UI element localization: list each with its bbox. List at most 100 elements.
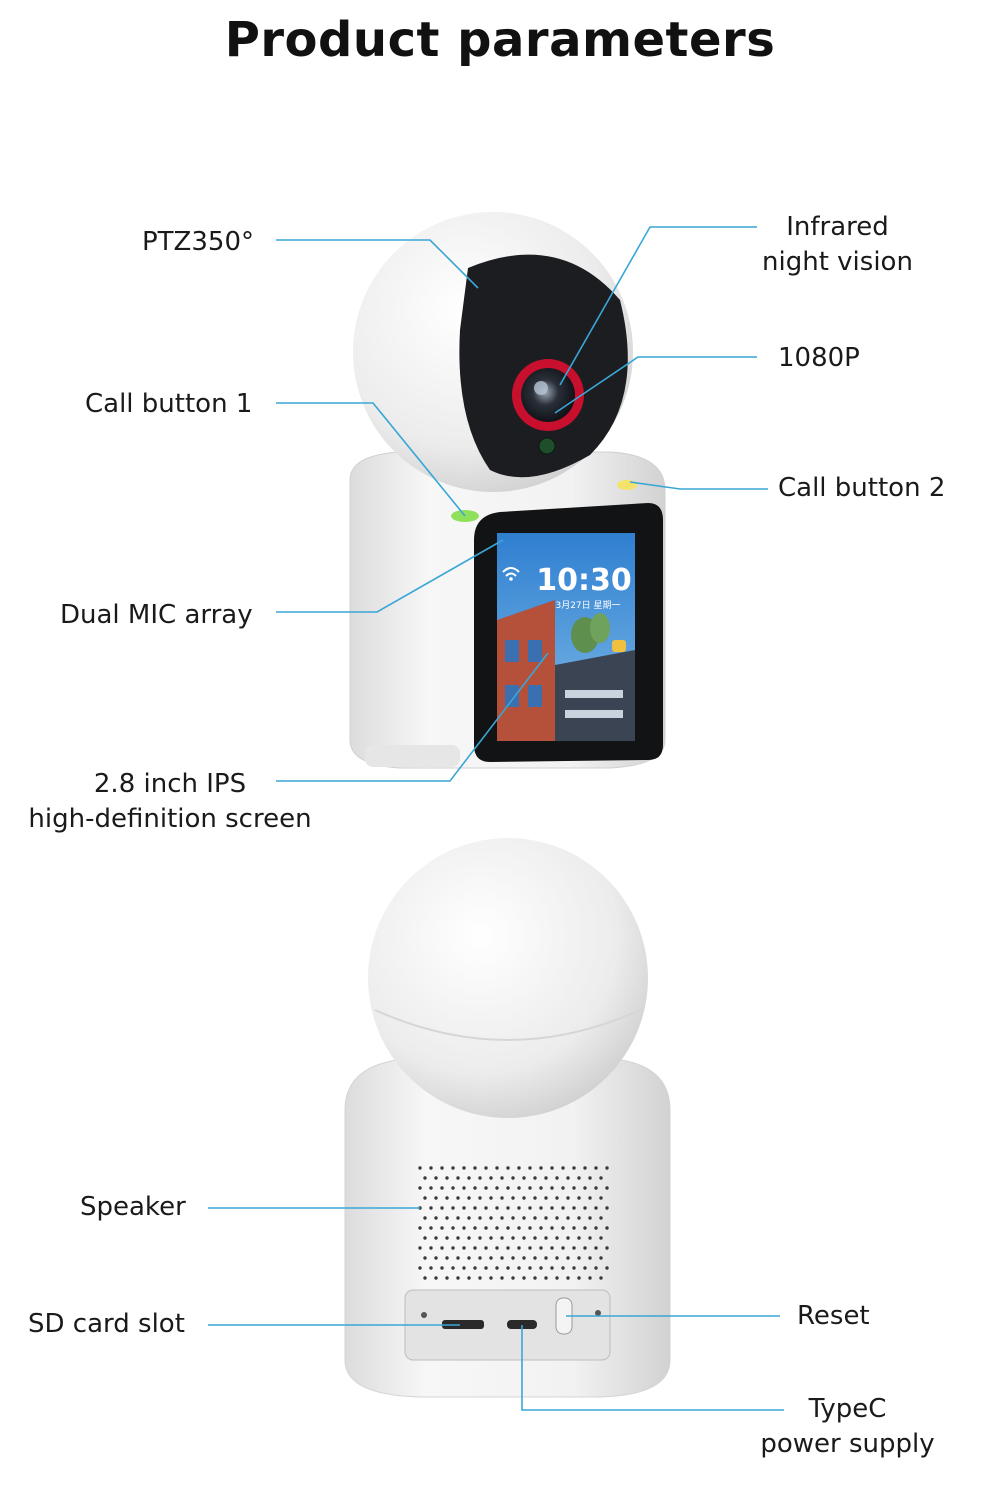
grille-hole — [451, 1226, 455, 1230]
grille-hole — [528, 1166, 532, 1170]
grille-hole — [484, 1206, 488, 1210]
grille-hole — [588, 1236, 592, 1240]
grille-hole — [429, 1186, 433, 1190]
grille-hole — [440, 1266, 444, 1270]
grille-hole — [561, 1226, 565, 1230]
grille-hole — [445, 1256, 449, 1260]
grille-hole — [484, 1186, 488, 1190]
grille-hole — [544, 1216, 548, 1220]
grille-hole — [478, 1196, 482, 1200]
grille-hole — [561, 1266, 565, 1270]
grille-hole — [528, 1186, 532, 1190]
line-typec — [521, 1325, 784, 1411]
grille-hole — [429, 1266, 433, 1270]
grille-hole — [418, 1266, 422, 1270]
grille-hole — [500, 1256, 504, 1260]
label-call-button-1: Call button 1 — [85, 389, 253, 419]
grille-hole — [555, 1176, 559, 1180]
grille-hole — [539, 1166, 543, 1170]
grille-hole — [605, 1246, 609, 1250]
grille-hole — [594, 1186, 598, 1190]
grille-hole — [423, 1216, 427, 1220]
grille-hole — [594, 1226, 598, 1230]
grille-hole — [566, 1256, 570, 1260]
grille-hole — [489, 1256, 493, 1260]
grille-hole — [473, 1246, 477, 1250]
grille-hole — [517, 1226, 521, 1230]
grille-hole — [456, 1176, 460, 1180]
grille-hole — [473, 1266, 477, 1270]
grille-hole — [418, 1226, 422, 1230]
page-title: Product parameters — [224, 12, 776, 68]
grille-hole — [550, 1266, 554, 1270]
grille-hole — [550, 1186, 554, 1190]
grille-hole — [555, 1196, 559, 1200]
typec-port — [507, 1320, 537, 1329]
grille-hole — [429, 1166, 433, 1170]
grille-hole — [451, 1186, 455, 1190]
grille-hole — [462, 1226, 466, 1230]
grille-hole — [577, 1276, 581, 1280]
line-infrared — [559, 226, 757, 386]
grille-hole — [533, 1276, 537, 1280]
grille-hole — [528, 1266, 532, 1270]
grille-hole — [478, 1256, 482, 1260]
grille-hole — [511, 1276, 515, 1280]
grille-hole — [495, 1186, 499, 1190]
grille-hole — [522, 1276, 526, 1280]
grille-hole — [583, 1266, 587, 1270]
label-infrared-line1: Infrared — [786, 212, 889, 242]
grille-hole — [561, 1246, 565, 1250]
grille-hole — [434, 1196, 438, 1200]
leader-lines — [208, 226, 784, 1411]
screen-date: 3月27日 星期一 — [555, 600, 620, 611]
grille-hole — [500, 1236, 504, 1240]
grille-hole — [555, 1236, 559, 1240]
grille-hole — [577, 1176, 581, 1180]
grille-hole — [550, 1206, 554, 1210]
grille-hole — [445, 1196, 449, 1200]
grille-hole — [561, 1166, 565, 1170]
grille-hole — [467, 1196, 471, 1200]
grille-hole — [440, 1186, 444, 1190]
grille-hole — [522, 1256, 526, 1260]
grille-hole — [489, 1216, 493, 1220]
grille-hole — [528, 1246, 532, 1250]
grille-hole — [550, 1166, 554, 1170]
grille-hole — [484, 1266, 488, 1270]
grille-hole — [451, 1246, 455, 1250]
grille-hole — [588, 1276, 592, 1280]
grille-hole — [445, 1276, 449, 1280]
camera-lens — [521, 368, 575, 422]
grille-hole — [423, 1176, 427, 1180]
grille-hole — [605, 1266, 609, 1270]
grille-hole — [566, 1196, 570, 1200]
grille-hole — [544, 1176, 548, 1180]
grille-hole — [605, 1226, 609, 1230]
grille-hole — [423, 1196, 427, 1200]
grille-hole — [583, 1166, 587, 1170]
grille-hole — [473, 1226, 477, 1230]
grille-hole — [478, 1236, 482, 1240]
grille-hole — [506, 1206, 510, 1210]
sd-card-slot — [442, 1320, 484, 1329]
grille-hole — [462, 1166, 466, 1170]
grille-hole — [500, 1216, 504, 1220]
grille-hole — [605, 1166, 609, 1170]
grille-hole — [594, 1266, 598, 1270]
grille-hole — [473, 1166, 477, 1170]
grille-hole — [599, 1256, 603, 1260]
grille-hole — [583, 1226, 587, 1230]
grille-hole — [599, 1196, 603, 1200]
grille-hole — [462, 1246, 466, 1250]
grille-hole — [500, 1276, 504, 1280]
grille-hole — [555, 1216, 559, 1220]
grille-hole — [478, 1216, 482, 1220]
grille-hole — [440, 1206, 444, 1210]
grille-hole — [561, 1186, 565, 1190]
grille-hole — [456, 1236, 460, 1240]
camera-rear-view — [344, 838, 671, 1398]
grille-hole — [572, 1166, 576, 1170]
grille-hole — [566, 1276, 570, 1280]
grille-hole — [418, 1246, 422, 1250]
